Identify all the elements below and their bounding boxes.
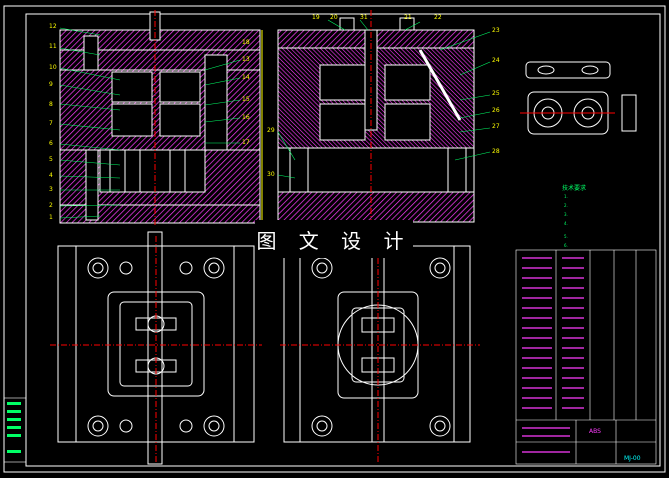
callout: 15 xyxy=(242,96,250,103)
callout: 17 xyxy=(242,139,250,146)
note-line: 2. xyxy=(564,203,568,208)
note-line: 4. xyxy=(564,221,568,226)
bom-rows xyxy=(522,257,584,453)
watermark-banner: 图 文 设 计 xyxy=(255,220,413,258)
outer-frame xyxy=(3,5,666,473)
revision-block xyxy=(3,397,27,463)
callout: 21 xyxy=(404,14,412,21)
callout: 7 xyxy=(49,120,53,127)
callout: 23 xyxy=(492,27,500,34)
callout: 31 xyxy=(360,14,368,21)
callout: 22 xyxy=(434,14,442,21)
callout: 13 xyxy=(242,56,250,63)
fixed-half-plan-view xyxy=(283,245,471,443)
callout: 30 xyxy=(267,171,275,178)
leader-lines-left xyxy=(59,27,241,219)
callout: 20 xyxy=(330,14,338,21)
note-line: 1. xyxy=(564,194,568,199)
callout: 18 xyxy=(242,39,250,46)
callout: 12 xyxy=(49,23,57,30)
side-section-view xyxy=(277,10,475,225)
callout: 3 xyxy=(49,186,53,193)
callout: 16 xyxy=(242,114,250,121)
callout: 11 xyxy=(49,43,57,50)
callout: 28 xyxy=(492,148,500,155)
callout: 4 xyxy=(49,172,53,179)
part-detail-views xyxy=(520,61,637,135)
title-block-school: ABS xyxy=(589,428,601,435)
callout: 8 xyxy=(49,101,53,108)
note-line: 6. xyxy=(564,243,568,248)
callout: 24 xyxy=(492,57,500,64)
callout: 26 xyxy=(492,107,500,114)
front-section-view xyxy=(59,10,263,225)
callout: 29 xyxy=(267,127,275,134)
callout: 25 xyxy=(492,90,500,97)
callout: 6 xyxy=(49,140,53,147)
note-line: 5. xyxy=(564,234,568,239)
callout: 9 xyxy=(49,81,53,88)
callout: 5 xyxy=(49,156,53,163)
watermark-text: 图 文 设 计 xyxy=(256,228,412,253)
note-line: 3. xyxy=(564,212,568,217)
revision-marks xyxy=(7,402,21,453)
callout: 2 xyxy=(49,202,53,209)
inner-frame xyxy=(25,13,661,467)
bill-of-materials xyxy=(515,249,657,465)
callout: 1 xyxy=(49,214,53,221)
callout: 19 xyxy=(312,14,320,21)
callout: 10 xyxy=(49,64,57,71)
notes-title: 技术要求 xyxy=(562,185,587,192)
leader-lines-mid xyxy=(277,19,491,179)
title-block-drawing-number: MJ-00 xyxy=(624,455,641,462)
callout: 27 xyxy=(492,123,500,130)
callout: 14 xyxy=(242,74,250,81)
